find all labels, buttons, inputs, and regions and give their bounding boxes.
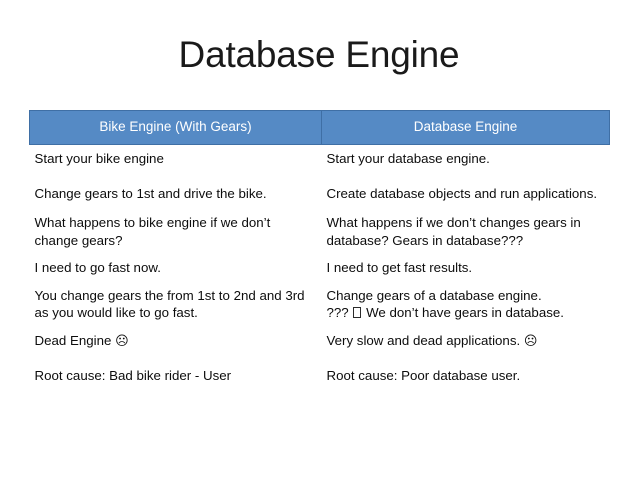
cell-bike-start: Start your bike engine [34,151,164,166]
table-row: Root cause: Bad bike rider - User Root c… [30,355,610,392]
comparison-table: Bike Engine (With Gears) Database Engine… [29,110,610,392]
table-body: Start your bike engine Start your databa… [30,145,610,392]
frowning-face-icon: ☹ [523,333,538,349]
cell-db-change-gears-line2-prefix: ??? [326,305,353,320]
cell-db-change-gears: Change gears of a database engine. ??? W… [322,282,610,327]
cell-db-change-gears-line1: Change gears of a database engine. [326,287,542,303]
cell-bike-root-cause: Root cause: Bad bike rider - User [34,368,232,383]
table-row: I need to go fast now. I need to get fas… [30,254,610,282]
cell-db-what-happens: What happens if we don’t changes gears i… [326,215,581,248]
cell-db-change-gears-line2-suffix: We don’t have gears in database. [362,305,564,320]
cell-db-fast-results: I need to get fast results. [326,260,473,275]
table-row: Change gears to 1st and drive the bike. … [30,173,610,210]
table-header-row: Bike Engine (With Gears) Database Engine [29,110,610,145]
cell-bike-dead-engine: Dead Engine ☹ [30,327,322,356]
table-row: What happens to bike engine if we don’t … [30,209,610,254]
page-title: Database Engine [178,34,460,75]
cell-bike-dead-engine-text: Dead Engine [34,332,116,348]
cell-db-start: Start your database engine. [326,151,490,166]
cell-bike-go-fast: I need to go fast now. [34,260,161,275]
cell-db-create-objects: Create database objects and run applicat… [326,185,598,201]
cell-db-dead-applications: Very slow and dead applications. ☹ [322,327,610,356]
column-header-bike-engine: Bike Engine (With Gears) [29,110,322,145]
cell-bike-change-gears: Change gears to 1st and drive the bike. [34,185,267,201]
cell-bike-change-1st-2nd-3rd: You change gears the from 1st to 2nd and… [34,287,305,321]
frowning-face-icon: ☹ [115,333,129,349]
column-header-database-engine: Database Engine [321,110,610,145]
cell-bike-what-happens: What happens to bike engine if we don’t … [34,215,271,248]
table-header: Bike Engine (With Gears) Database Engine [29,110,610,145]
cell-db-dead-applications-text: Very slow and dead applications. [326,332,524,348]
table-row: You change gears the from 1st to 2nd and… [30,282,610,327]
cell-db-root-cause: Root cause: Poor database user. [326,368,521,383]
missing-glyph-icon [353,307,362,318]
table-row: Dead Engine ☹ Very slow and dead applica… [30,327,610,356]
table-row: Start your bike engine Start your databa… [30,145,610,173]
